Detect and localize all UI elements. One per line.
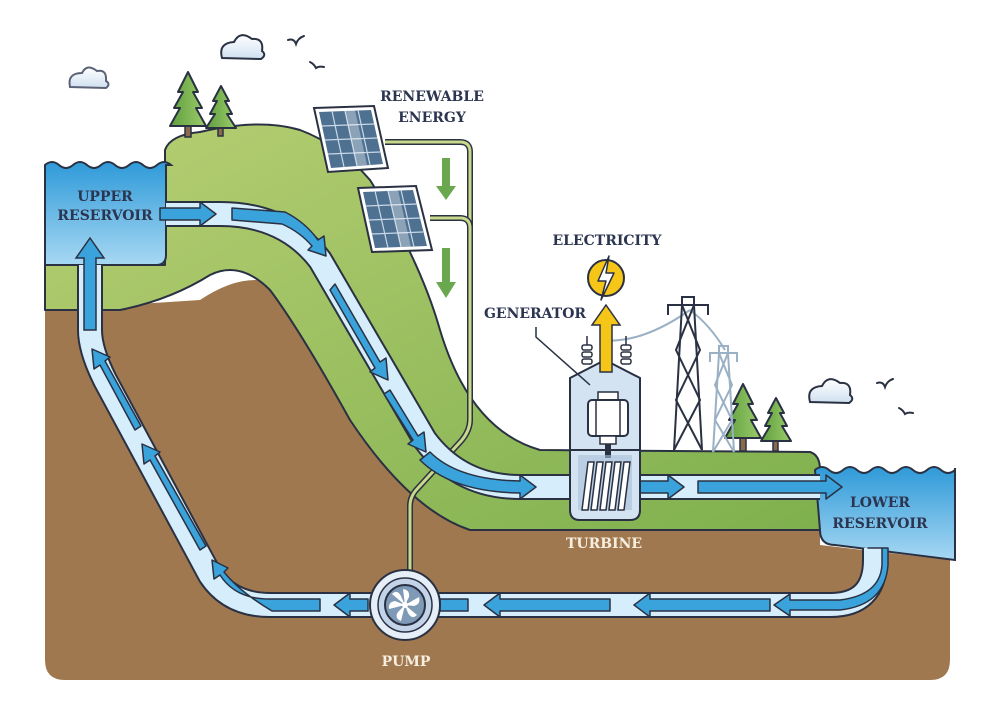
turbine-label: TURBINE	[566, 536, 642, 552]
flow-arrow-up-icon	[74, 236, 106, 331]
flow-arrow-left-icon	[633, 592, 771, 618]
pump-label: PUMP	[382, 654, 431, 670]
tree-icon	[760, 397, 792, 452]
generator-label: GENERATOR	[484, 306, 586, 322]
flow-arrow-left-icon	[773, 547, 889, 617]
transmission-tower-icon	[667, 296, 709, 451]
lower-reservoir-label-line1: LOWER	[850, 495, 910, 511]
solar-panel-icon	[312, 104, 390, 174]
energy-down-arrow-icon	[436, 248, 456, 298]
transmission-tower-icon	[709, 345, 738, 453]
lightning-bolt-icon	[587, 255, 625, 301]
flow-arrow-down-right-icon	[329, 283, 389, 381]
flow-arrows-downhill	[159, 201, 843, 500]
flow-arrow-left-icon	[483, 592, 611, 618]
flow-arrows-return	[91, 348, 889, 618]
pump-icon	[369, 569, 441, 641]
generator-icon	[587, 391, 629, 458]
bird-icon	[287, 35, 914, 416]
generator-leader-line	[535, 327, 591, 386]
electricity-label: ELECTRICITY	[552, 233, 662, 249]
tree-icon	[724, 383, 762, 452]
flow-arrow-down-right-icon	[231, 207, 327, 257]
flow-segment	[439, 598, 469, 612]
flow-arrow-up-left-icon	[91, 348, 142, 431]
electricity-up-arrow-icon	[590, 303, 622, 373]
energy-down-arrow-icon	[436, 158, 456, 200]
flow-arrow-up-left-icon	[141, 443, 207, 551]
upper-reservoir: UPPER RESERVOIR	[44, 161, 174, 266]
renewable-energy-label-line2: ENERGY	[398, 110, 467, 126]
solar-panel-icon	[356, 184, 434, 254]
soil-ground	[45, 280, 950, 680]
flow-arrow-right-icon	[419, 451, 537, 500]
upper-reservoir-label-line2: RESERVOIR	[57, 208, 153, 224]
insulator-icon	[581, 336, 632, 365]
flow-arrow-up-left-icon	[211, 559, 321, 612]
flow-arrow-down-right-icon	[383, 389, 427, 453]
flow-arrow-right-icon	[697, 474, 843, 500]
cloud-icon	[68, 66, 110, 90]
flow-arrow-left-icon	[333, 592, 369, 618]
flow-arrow-right-icon	[159, 201, 217, 227]
tree-icon	[205, 85, 237, 137]
solar-wiring	[385, 139, 473, 590]
renewable-energy-label-line1: RENEWABLE	[380, 89, 484, 105]
flow-arrow-right-icon	[639, 474, 685, 500]
lower-reservoir-label-line2: RESERVOIR	[832, 516, 928, 532]
upper-reservoir-label-line1: UPPER	[77, 189, 133, 205]
tree-icon	[169, 71, 207, 138]
turbine-icon	[578, 455, 632, 511]
lower-reservoir: LOWER RESERVOIR	[813, 466, 956, 562]
cloud-icon	[808, 378, 854, 405]
cloud-icon	[220, 34, 266, 61]
